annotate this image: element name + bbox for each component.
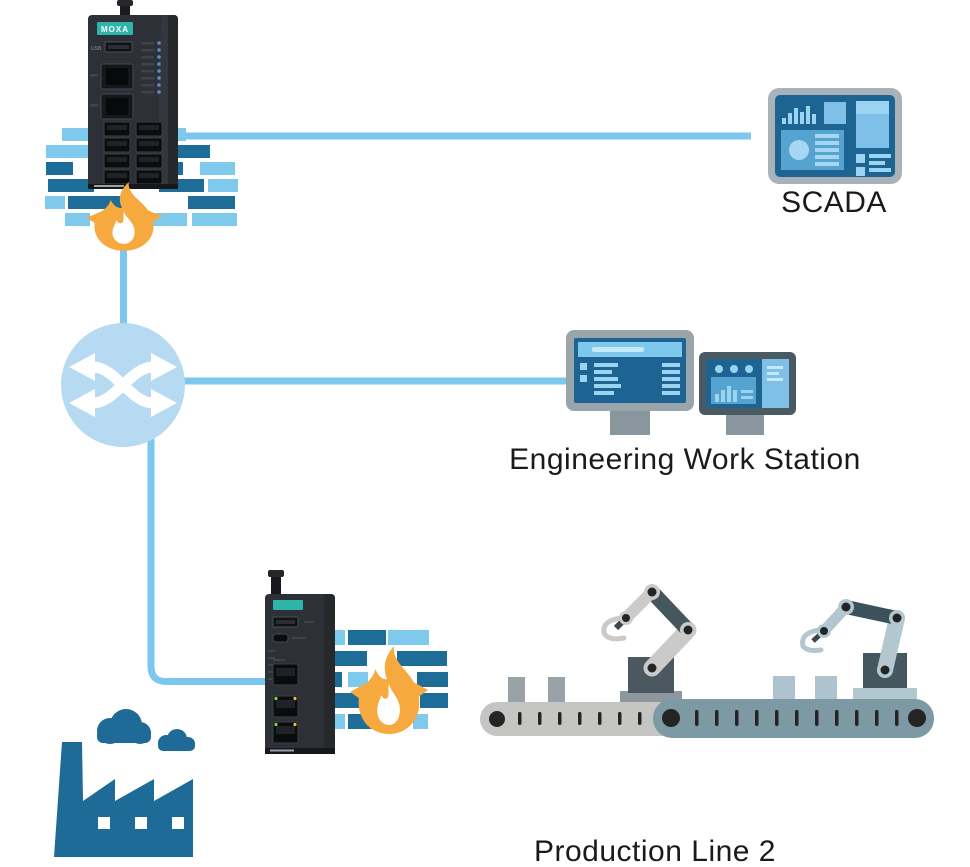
brand-text: MOXA: [101, 25, 129, 34]
flame-icon-bottom: [350, 646, 428, 738]
sfp-ports: [90, 63, 134, 120]
production-line-label: Production Line 2: [534, 835, 776, 867]
status-widget: [781, 130, 844, 170]
brick: [413, 714, 428, 729]
brick: [48, 179, 94, 192]
usb-label: USB: [91, 46, 102, 52]
brick: [46, 145, 93, 158]
large-monitor: [566, 330, 694, 435]
brand-chip: [273, 600, 303, 610]
list-widget: [856, 154, 891, 176]
conveyor-right: [653, 676, 934, 738]
production-line-graphic: [470, 560, 966, 745]
led-indicators: [268, 650, 275, 680]
link-switch-edge-router: [147, 436, 268, 685]
usb-port: USB: [91, 41, 133, 53]
antenna-icon: [117, 0, 133, 18]
firewall-router-device: MOXA USB: [84, 0, 184, 200]
rj45-ports: [272, 659, 299, 744]
factory-icon: [50, 695, 200, 857]
brick: [188, 196, 235, 209]
antenna-icon: [268, 570, 284, 596]
brick: [348, 630, 386, 645]
workstation-label: Engineering Work Station: [509, 443, 861, 476]
rj45-ports: [103, 121, 163, 185]
scada-display-icon: [768, 88, 902, 184]
console-port: [272, 633, 306, 643]
switch-icon: [61, 323, 185, 447]
brick: [388, 630, 429, 645]
usb-port: [272, 616, 314, 628]
workstation-monitors-icon: [558, 328, 808, 458]
scada-label: SCADA: [781, 186, 887, 219]
brick: [62, 128, 96, 141]
brick: [46, 162, 73, 175]
bar-chart-widget: [782, 106, 816, 124]
led-indicators: [141, 41, 161, 94]
brick: [417, 672, 448, 687]
brick: [192, 213, 237, 226]
brick: [348, 672, 368, 687]
brick: [200, 162, 235, 175]
brand-chip: MOXA: [97, 22, 133, 35]
small-monitor: [699, 352, 796, 435]
edge-firewall-router-device: [262, 570, 342, 762]
brick: [420, 693, 448, 708]
brick: [65, 213, 90, 226]
brick: [45, 196, 65, 209]
brick: [397, 651, 447, 666]
conveyor-left: [480, 677, 684, 736]
robot-arm-left: [601, 584, 697, 702]
brick: [208, 179, 238, 192]
flame-icon-top: [86, 182, 162, 254]
robot-arm-right: [800, 599, 917, 699]
